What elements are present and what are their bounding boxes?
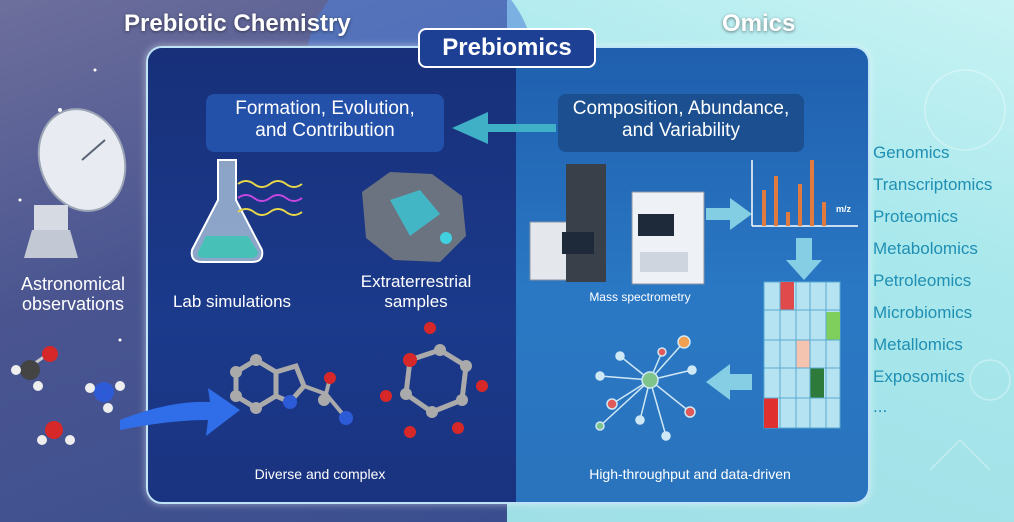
omics-item-exposomics: Exposomics — [873, 367, 965, 386]
meteorite-icon — [362, 172, 466, 262]
astronomical-label: Astronomical observations — [10, 274, 136, 314]
astronomical-line-2: observations — [21, 294, 125, 314]
omics-item-metallomics: Metallomics — [873, 335, 963, 354]
omics-item-metabolomics: Metabolomics — [873, 239, 978, 258]
indole-molecule-icon — [230, 354, 353, 425]
omics-item-genomics: Genomics — [873, 143, 950, 162]
heatmap-icon — [763, 281, 841, 429]
mz-label: m/z — [836, 204, 852, 214]
mass-spec-label: Mass spectrometry — [589, 290, 691, 304]
left-title: Prebiotic Chemistry — [124, 10, 351, 37]
formation-line-1: Formation, Evolution, — [235, 98, 415, 119]
omics-item-transcriptomics: Transcriptomics — [873, 175, 993, 194]
spectrum-arrow-icon — [706, 198, 752, 230]
mass-spectrometer-icon — [529, 164, 705, 285]
omics-item-microbiomics: Microbiomics — [873, 303, 973, 322]
high-throughput-label: High-throughput and data-driven — [589, 466, 791, 482]
omics-item-ellipsis: ... — [873, 397, 888, 416]
satellite-dish-icon — [24, 108, 127, 258]
composition-line-1: Composition, Abundance, — [572, 98, 790, 119]
network-arrow-icon — [706, 364, 752, 400]
composition-line-2: and Variability — [622, 120, 740, 141]
omics-item-petroleomics: Petroleomics — [873, 271, 972, 290]
extraterrestrial-line-2: samples — [384, 292, 448, 311]
center-title: Prebiomics — [418, 28, 596, 68]
heatmap-arrow-icon — [786, 238, 822, 280]
lab-simulations-label: Lab simulations — [172, 292, 292, 311]
feedback-arrow-icon — [452, 112, 556, 144]
astronomical-line-1: Astronomical — [20, 274, 126, 294]
formation-box: Formation, Evolution, and Contribution — [206, 94, 444, 152]
extraterrestrial-line-1: Extraterrestrial — [360, 272, 472, 291]
network-icon — [595, 335, 697, 441]
small-molecules-icon — [11, 346, 125, 445]
diverse-label: Diverse and complex — [254, 466, 386, 482]
right-title: Omics — [722, 10, 796, 37]
spectrum-chart — [751, 160, 858, 227]
composition-box: Composition, Abundance, and Variability — [558, 94, 804, 152]
omics-item-proteomics: Proteomics — [873, 207, 959, 226]
formation-line-2: and Contribution — [255, 120, 395, 141]
extraterrestrial-label: Extraterrestrial samples — [348, 272, 484, 312]
flask-icon — [190, 159, 303, 263]
sugar-molecule-icon — [380, 322, 488, 438]
input-arrow-icon — [120, 388, 240, 436]
